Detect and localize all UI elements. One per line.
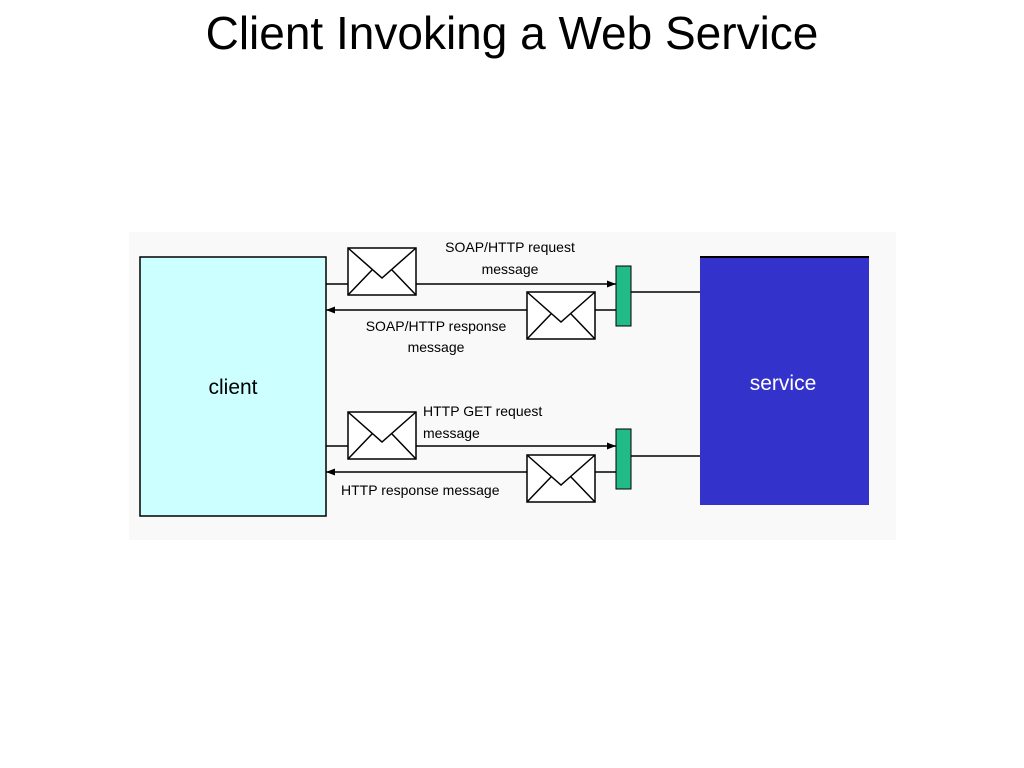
soap-response-label-line1: SOAP/HTTP response <box>366 318 507 334</box>
web-service-diagram: client service <box>129 232 896 540</box>
soap-request-label-line2: message <box>482 261 539 277</box>
slide-title: Client Invoking a Web Service <box>205 7 819 59</box>
service-label: service <box>750 372 817 395</box>
envelope-icon <box>526 291 596 340</box>
service-box: service <box>700 256 869 505</box>
soap-port <box>615 265 632 327</box>
http-response-label: HTTP response message <box>341 482 500 498</box>
envelope-icon <box>347 411 417 460</box>
client-box: client <box>139 256 327 517</box>
http-port <box>615 428 632 490</box>
get-request-label-line2: message <box>423 425 480 441</box>
soap-response-label-line2: message <box>408 339 465 355</box>
client-label: client <box>208 376 257 399</box>
get-request-label-line1: HTTP GET request <box>423 403 542 419</box>
envelope-icon <box>347 247 417 296</box>
soap-request-label-line1: SOAP/HTTP request <box>445 239 575 255</box>
envelope-icon <box>526 454 596 503</box>
